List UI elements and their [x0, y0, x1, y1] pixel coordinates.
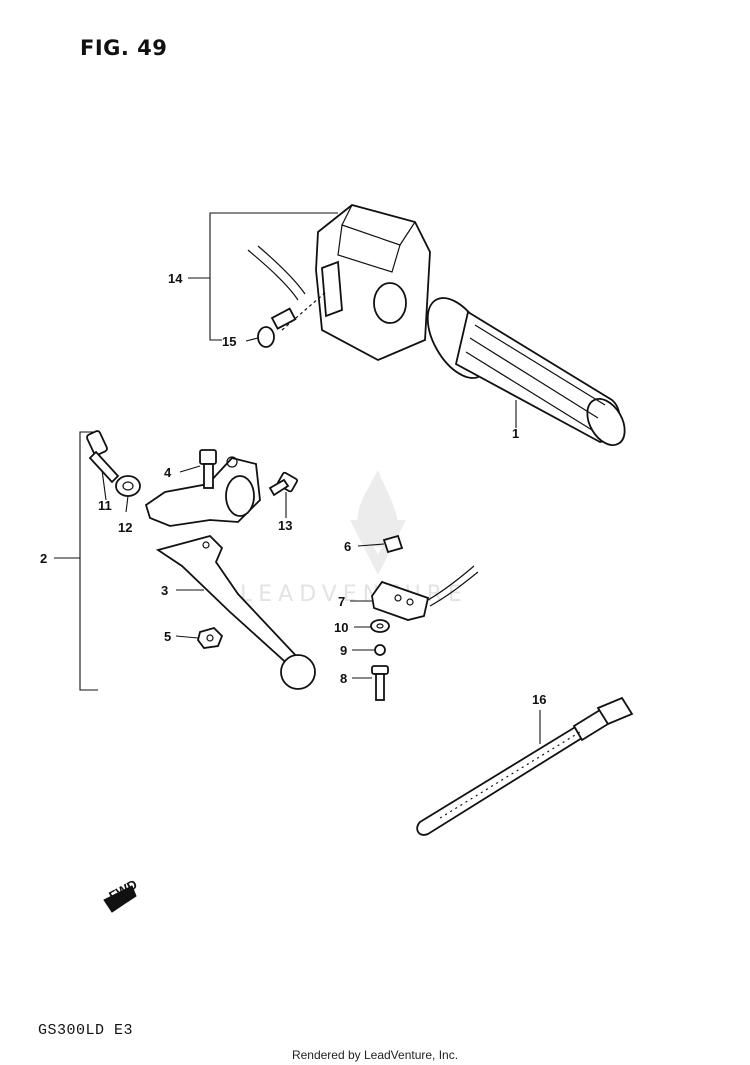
callout-labels: 1 2 3 4 5 6 7 8 9 10 11 12 13 14 15 16: [40, 271, 546, 707]
switch-housing: [247, 204, 431, 361]
callout-8: 8: [340, 671, 347, 686]
callout-15: 15: [222, 334, 236, 349]
washer-10: [370, 619, 390, 633]
clip-6: [382, 534, 404, 554]
callout-3: 3: [161, 583, 168, 598]
footer-credit: Rendered by LeadVenture, Inc.: [291, 1048, 459, 1062]
cable-tie: [416, 696, 634, 836]
forward-arrow-icon: FWD: [103, 877, 140, 913]
clutch-lever: [155, 534, 316, 690]
nut-5: [197, 626, 224, 649]
callout-5: 5: [164, 629, 171, 644]
callout-16: 16: [532, 692, 546, 707]
model-code: GS300LD E3: [38, 1022, 134, 1039]
washer-9: [374, 644, 386, 656]
callout-1: 1: [512, 426, 519, 441]
handlebar-grip: [426, 297, 626, 446]
callout-14: 14: [168, 271, 183, 286]
bolt-11: [86, 430, 120, 484]
bolt-4: [199, 449, 217, 489]
screw-15: [257, 307, 297, 348]
figure-title: FIG. 49: [80, 36, 168, 60]
callout-6: 6: [344, 539, 351, 554]
callout-4: 4: [164, 465, 172, 480]
watermark-logo: [350, 470, 406, 575]
callout-13: 13: [278, 518, 292, 533]
lever-bracket: [144, 456, 261, 527]
callout-10: 10: [334, 620, 348, 635]
callout-7: 7: [338, 594, 345, 609]
switch-7: [371, 565, 479, 621]
callout-2: 2: [40, 551, 47, 566]
callout-12: 12: [118, 520, 132, 535]
callout-9: 9: [340, 643, 347, 658]
washer-12: [115, 475, 141, 497]
bolt-13: [268, 471, 299, 497]
leader-lines: [54, 212, 541, 744]
callout-11: 11: [98, 498, 112, 513]
screw-8: [371, 665, 389, 701]
